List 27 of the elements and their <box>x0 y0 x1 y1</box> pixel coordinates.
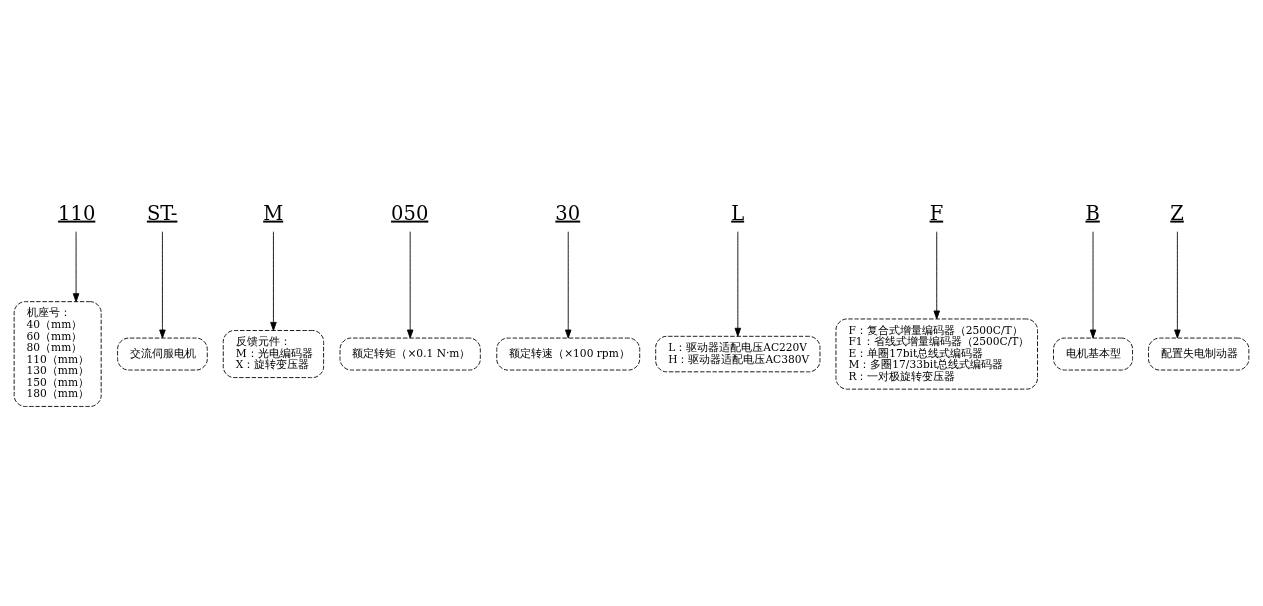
arrow <box>406 231 414 339</box>
node-box: 交流伺服电机 <box>117 337 208 371</box>
node-text: 050 <box>391 201 429 225</box>
node-box: 额定转矩（×0.1 N·m） <box>339 337 481 371</box>
node-text: 30 <box>555 201 581 225</box>
arrow <box>159 231 166 339</box>
arrow <box>734 231 742 337</box>
node-box: L：驱动器适配电压AC220V H：驱动器适配电压AC380V <box>655 335 821 373</box>
arrow <box>72 231 80 303</box>
node-box: 反馈元件： M：光电编码器 X：旋转变压器 <box>222 330 325 379</box>
arrow <box>1174 231 1181 339</box>
node-text: F <box>929 201 944 225</box>
node-box: 电机基本型 <box>1053 337 1133 371</box>
node-box: 额定转速（×100 rpm） <box>496 337 641 371</box>
node-box: 机座号： 40（mm） 60（mm） 80（mm） 110（mm） 130（mm） 150（mm） 180（mm） <box>13 301 102 407</box>
node-text: 110 <box>58 201 96 225</box>
node-text: L <box>731 201 745 225</box>
node-box: 配置失电制动器 <box>1148 337 1250 371</box>
node-text: Z <box>1170 201 1184 225</box>
node-text: B <box>1085 201 1100 225</box>
arrow <box>933 231 940 320</box>
arrow <box>565 231 572 339</box>
node-text: ST- <box>146 201 178 225</box>
arrow <box>1089 231 1097 339</box>
node-box: F：复合式增量编码器（2500C/T） F1：省线式增量编码器（2500C/T） E：单圈17bit总线式编码器 M：多圈17/33bit总线式编码器 R：一对极旋转变压器 <box>835 318 1038 390</box>
arrow <box>270 231 277 331</box>
node-text: M <box>263 201 284 225</box>
